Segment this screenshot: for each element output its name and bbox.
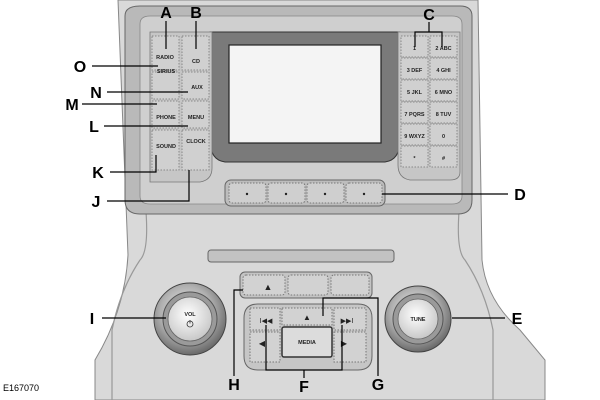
aux-label: AUX [191, 85, 203, 91]
callout-h: H [228, 377, 240, 394]
cd-slot [207, 249, 395, 263]
soft-key-dot-3 [323, 192, 327, 196]
top-row-button-3[interactable] [330, 274, 370, 296]
preset-key-label: 0 [442, 134, 445, 140]
callout-k: K [92, 165, 104, 182]
soft-key-dot-1 [245, 192, 249, 196]
seek-forward-button[interactable] [333, 307, 367, 331]
callout-i: I [90, 311, 94, 328]
right-arrow-icon: ▶ [341, 339, 348, 348]
preset-key[interactable] [429, 123, 458, 146]
soft-key-dot-4 [362, 192, 366, 196]
clock-button[interactable] [181, 129, 210, 171]
callout-o: O [74, 59, 86, 76]
preset-key-label: 2 ABC [435, 46, 451, 52]
callout-j: J [92, 194, 101, 211]
callout-letters: A B C D E F G H I J K L M N O [65, 5, 525, 396]
eject-icon: ▲ [264, 282, 273, 292]
media-label: MEDIA [298, 340, 316, 346]
sound-label: SOUND [156, 144, 176, 150]
left-arrow-icon: ◀ [259, 339, 266, 348]
callout-f: F [299, 379, 309, 396]
clock-label: CLOCK [186, 139, 206, 145]
leader-k [110, 155, 157, 173]
soft-key-row [224, 179, 386, 207]
media-nav-cluster: MEDIA ▲ ◀ ▶ I◀◀ ▶▶I [243, 303, 373, 371]
figure-reference: E167070 [3, 383, 40, 393]
preset-key-label: # [442, 156, 445, 162]
up-arrow-icon: ▲ [303, 313, 311, 322]
preset-key[interactable] [400, 57, 429, 80]
preset-key-label: 7 PQRS [404, 112, 425, 118]
preset-key-label: 3 DEF [407, 68, 423, 74]
preset-key[interactable] [429, 101, 458, 124]
volume-knob-cap [167, 296, 213, 342]
console-contour [111, 199, 494, 400]
preset-key[interactable] [429, 57, 458, 80]
preset-key[interactable] [400, 79, 429, 102]
cd-label: CD [192, 59, 200, 65]
tune-label: TUNE [411, 317, 426, 323]
callout-c: C [423, 7, 435, 24]
left-button-cluster: RADIO CD SIRIUS AUX PHONE MENU SOUND CLO… [149, 31, 213, 183]
seek-forward-icon: ▶▶I [341, 318, 354, 325]
leader-h [233, 289, 243, 376]
seek-back-icon: I◀◀ [260, 318, 273, 325]
menu-button[interactable] [181, 100, 210, 129]
media-button[interactable] [281, 326, 333, 358]
leader-g [322, 297, 379, 376]
preset-key-label: 6 MNO [435, 90, 453, 96]
top-row-button-2[interactable] [287, 274, 329, 296]
right-button[interactable] [333, 331, 367, 363]
volume-label: VOL [184, 312, 196, 318]
left-button[interactable] [249, 331, 281, 363]
callout-d: D [514, 187, 526, 204]
preset-key[interactable] [429, 35, 458, 58]
eject-row: ▲ [239, 271, 373, 299]
leader-lines [82, 21, 508, 378]
sirius-label: SIRIUS [157, 69, 176, 75]
preset-key-label: * [413, 156, 416, 162]
display-screen[interactable] [228, 44, 382, 144]
preset-key[interactable] [429, 79, 458, 102]
preset-key-label: 5 JKL [407, 90, 423, 96]
preset-key[interactable] [400, 145, 429, 168]
radio-label: RADIO [156, 55, 174, 61]
up-button[interactable] [281, 307, 333, 326]
callout-g: G [372, 377, 384, 394]
tune-knob[interactable]: TUNE [384, 285, 452, 353]
preset-key-label: 1 [413, 46, 416, 52]
tune-knob-cap [397, 298, 439, 340]
menu-label: MENU [188, 115, 204, 121]
phone-label: PHONE [156, 115, 176, 121]
callout-l: L [89, 119, 99, 136]
callout-n: N [90, 85, 102, 102]
eject-button[interactable] [242, 274, 286, 296]
callout-a: A [160, 5, 172, 22]
aux-button[interactable] [181, 71, 210, 100]
preset-key-label: 8 TUV [436, 112, 452, 118]
leader-j [107, 170, 190, 202]
preset-keypad: 1 2 ABC 3 DEF 4 GHI 5 JKL 6 MNO 7 PQRS 8 TUV 9 W… [397, 31, 461, 181]
preset-key[interactable] [429, 145, 458, 168]
phone-button[interactable] [151, 100, 180, 129]
soft-key-dot-2 [284, 192, 288, 196]
callout-m: M [65, 97, 78, 114]
preset-key[interactable] [400, 101, 429, 124]
volume-knob[interactable]: VOL [153, 282, 227, 356]
preset-key-label: 4 GHI [436, 68, 451, 74]
preset-key[interactable] [400, 123, 429, 146]
callout-e: E [512, 311, 523, 328]
sirius-button[interactable] [151, 71, 180, 100]
callout-b: B [190, 5, 202, 22]
preset-key-label: 9 WXYZ [404, 134, 425, 140]
seek-back-button[interactable] [249, 307, 281, 331]
